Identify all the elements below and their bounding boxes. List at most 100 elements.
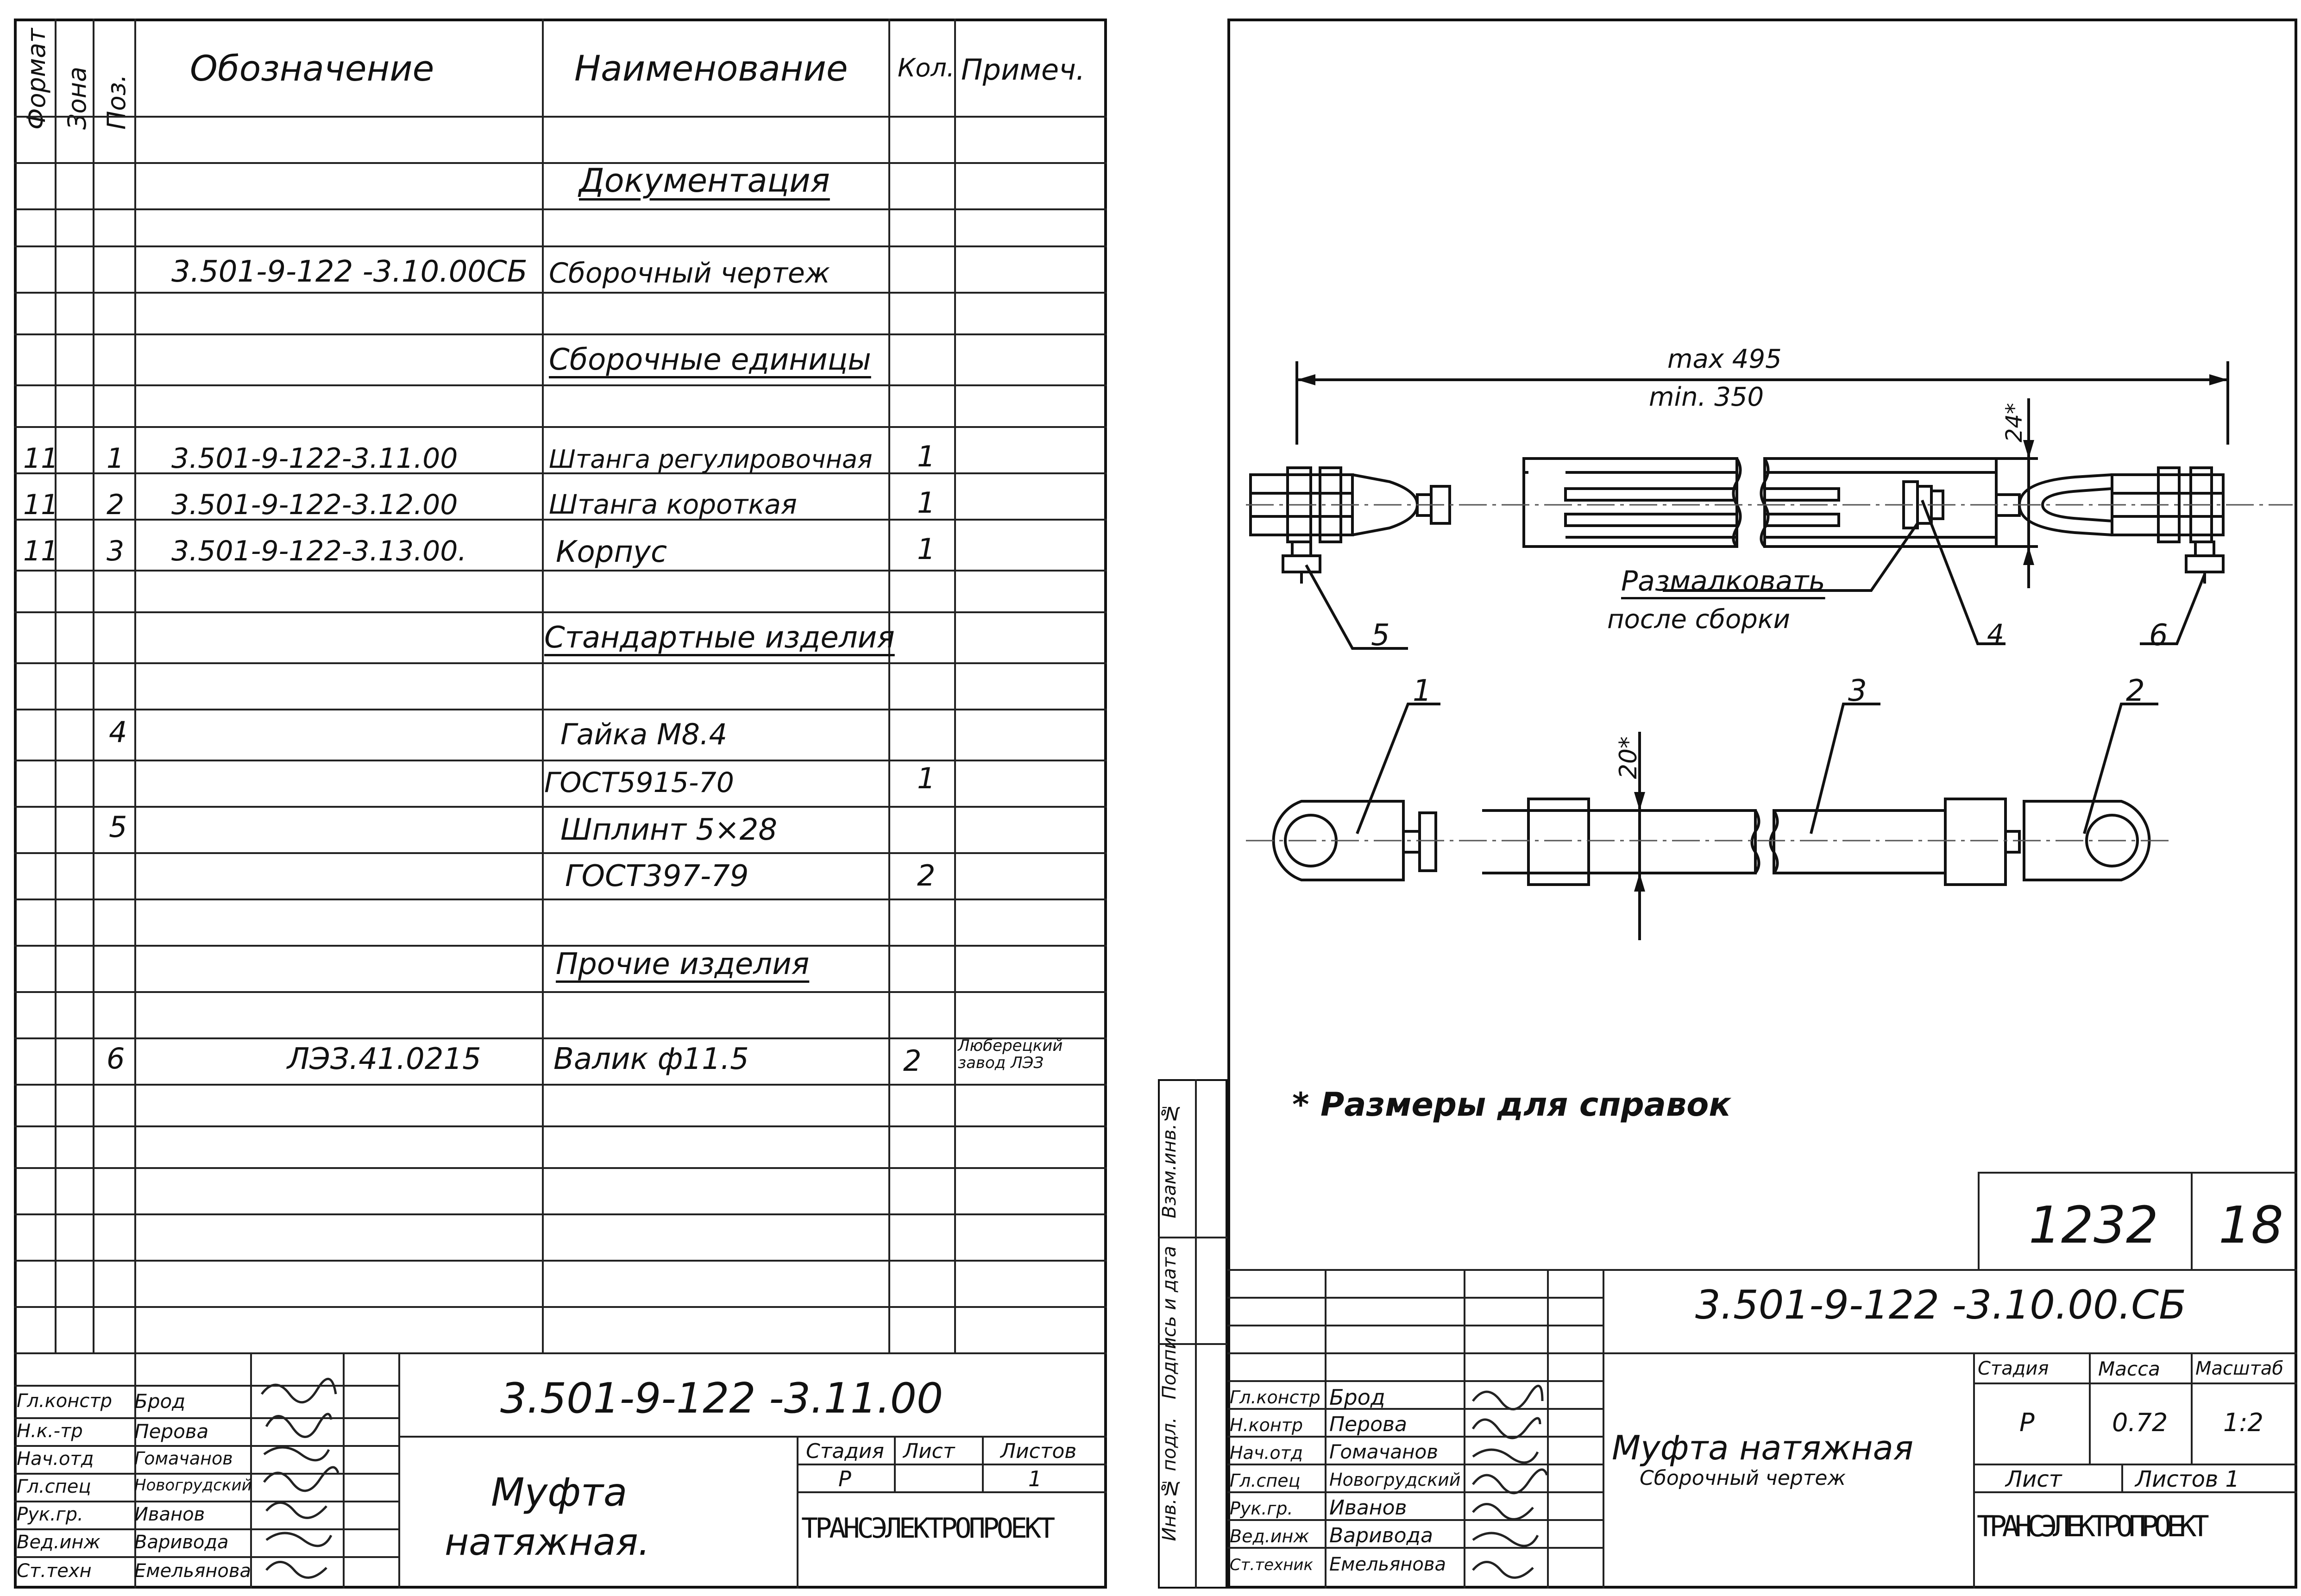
spec-row-pos: 2 [107, 489, 125, 521]
signer-role: Гл.констр [17, 1390, 113, 1412]
spec-row-name: Штанга короткая [549, 489, 797, 520]
left-stage-value: Р [838, 1466, 851, 1491]
spec-row-qty: 2 [903, 1044, 922, 1078]
right-mass-value: 0.72 [2112, 1408, 2168, 1437]
right-scale-label: Масштаб [2195, 1358, 2284, 1379]
note-peen: Размалковать [1621, 565, 1825, 597]
spec-row-name: Штанга регулировочная [549, 445, 873, 474]
spec-row-pos: 6 [107, 1042, 125, 1075]
spec-row-format: 11 [23, 535, 59, 567]
signer-role: Вед.инж [17, 1532, 101, 1553]
spec-row-qty: 1 [917, 761, 936, 795]
signer-name: Иванов [134, 1504, 205, 1525]
right-sheets-label: Листов 1 [2135, 1466, 2240, 1492]
spec-row-qty: 1 [917, 486, 936, 520]
callout-3: 3 [1848, 674, 1867, 708]
signer-name: Новогрудский [1329, 1470, 1461, 1490]
spec-row-qty: 1 [917, 532, 936, 566]
spec-heading-other-items: Прочие изделия [556, 947, 810, 981]
callout-4: 4 [1987, 618, 2004, 650]
signer-role: Вед.инж [1230, 1526, 1309, 1546]
right-stage-value: Р [2019, 1408, 2035, 1437]
right-scale-value: 1:2 [2223, 1408, 2263, 1437]
spec-row-name: Гайка М8.4 [560, 717, 728, 751]
signer-name: Гомачанов [1329, 1440, 1438, 1463]
signer-role: Н.к.-тр [17, 1420, 83, 1442]
signer-name: Емельянова [134, 1560, 251, 1582]
callout-1: 1 [1413, 674, 1432, 708]
signer-role: Гл.спец [1230, 1470, 1301, 1491]
signer-name: Варивода [134, 1532, 229, 1553]
header-qty: Кол. [898, 53, 955, 82]
spec-row-name: ГОСТ397-79 [565, 859, 749, 893]
dimension-20: 20* [1615, 736, 1642, 779]
spec-row-format: 11 [23, 442, 59, 475]
left-stage-label: Стадия [806, 1439, 884, 1463]
spec-row-pos: 3 [107, 535, 125, 567]
signer-role: Ст.техн [17, 1560, 92, 1582]
left-doc-name-line1: Муфта [491, 1470, 628, 1515]
signer-role: Нач.отд [17, 1448, 94, 1470]
callout-2: 2 [2126, 674, 2145, 708]
signer-name: Брод [134, 1390, 186, 1413]
signer-name: Перова [1329, 1413, 1407, 1436]
spec-row-name: Сборочный чертеж [549, 257, 830, 289]
left-sheet-label: Лист [903, 1439, 955, 1463]
right-stage-label: Стадия [1978, 1358, 2049, 1379]
dimension-24: 24* [2001, 403, 2027, 443]
side-strip [1158, 1079, 1227, 1589]
dimension-max: max 495 [1667, 344, 1782, 374]
spec-heading-assembly-units: Сборочные единицы [549, 343, 871, 377]
spec-row-code: 3.501-9-122 -3.10.00СБ [171, 255, 528, 289]
stamp-sheet: 18 [2219, 1195, 2283, 1255]
stamp-number: 1232 [2029, 1195, 2158, 1255]
spec-row-qty: 2 [917, 859, 936, 892]
spec-row-name: ГОСТ5915-70 [544, 767, 734, 799]
header-code: Обозначение [190, 48, 434, 89]
spec-row-pos: 4 [109, 715, 127, 749]
drawing-frame [1227, 19, 2297, 1589]
signer-name: Гомачанов [134, 1448, 233, 1469]
left-sheets-value: 1 [1028, 1466, 1042, 1491]
signer-role: Ст.техник [1230, 1556, 1314, 1574]
spec-row-name: Валик ф11.5 [553, 1042, 749, 1076]
signer-role: Гл.спец [17, 1476, 91, 1497]
left-doc-code: 3.501-9-122 -3.11.00 [500, 1374, 943, 1423]
spec-heading-documentation: Документация [579, 162, 830, 200]
signer-role: Гл.констр [1230, 1387, 1320, 1407]
spec-heading-standard-items: Стандартные изделия [544, 621, 895, 655]
footnote: * Размеры для справок [1292, 1086, 1731, 1124]
spec-row-name: Шплинт 5×28 [560, 813, 778, 847]
signer-role: Рук.гр. [17, 1504, 83, 1525]
signer-role: Н.контр [1230, 1415, 1303, 1435]
left-company: ТРАНСЭЛЕКТРОПРОЕКТ [801, 1512, 1055, 1545]
side-label-signature: Подпись и дата [1159, 1246, 1180, 1400]
side-label-replacement: Взам.инв.№ [1159, 1102, 1180, 1219]
right-company: ТРАНСЭЛЕКТРОПРОЕКТ [1977, 1509, 2209, 1543]
spec-row-qty: 1 [917, 440, 936, 473]
spec-row-code: 3.501-9-122-3.12.00 [171, 489, 458, 521]
right-sheet-label: Лист [2006, 1466, 2062, 1492]
signer-name: Брод [1329, 1385, 1385, 1410]
signer-name: Варивода [1329, 1524, 1433, 1547]
note-after-assembly: после сборки [1607, 604, 1791, 635]
spec-row-format: 11 [23, 489, 59, 521]
header-note: Примеч. [961, 53, 1085, 87]
right-doc-name: Муфта натяжная [1612, 1428, 1914, 1467]
signer-name: Емельянова [1329, 1554, 1446, 1575]
right-mass-label: Масса [2098, 1357, 2160, 1380]
signer-role: Рук.гр. [1230, 1498, 1293, 1519]
left-doc-name-line2: натяжная. [445, 1521, 650, 1564]
callout-5: 5 [1371, 618, 1390, 653]
side-label-inv: Инв.№ подл. [1159, 1417, 1180, 1541]
spec-row-note: Люберецкий завод ЛЭЗ [958, 1037, 1063, 1073]
right-doc-code: 3.501-9-122 -3.10.00.СБ [1695, 1282, 2187, 1328]
signer-role: Нач.отд [1230, 1443, 1303, 1463]
signer-name: Новогрудский [134, 1476, 252, 1495]
spec-row-pos: 1 [107, 442, 125, 475]
spec-row-pos: 5 [109, 810, 127, 844]
signer-name: Иванов [1329, 1496, 1407, 1520]
spec-row-name: Корпус [556, 535, 667, 569]
spec-row-code: 3.501-9-122-3.11.00 [171, 442, 458, 475]
callout-6: 6 [2149, 618, 2168, 653]
